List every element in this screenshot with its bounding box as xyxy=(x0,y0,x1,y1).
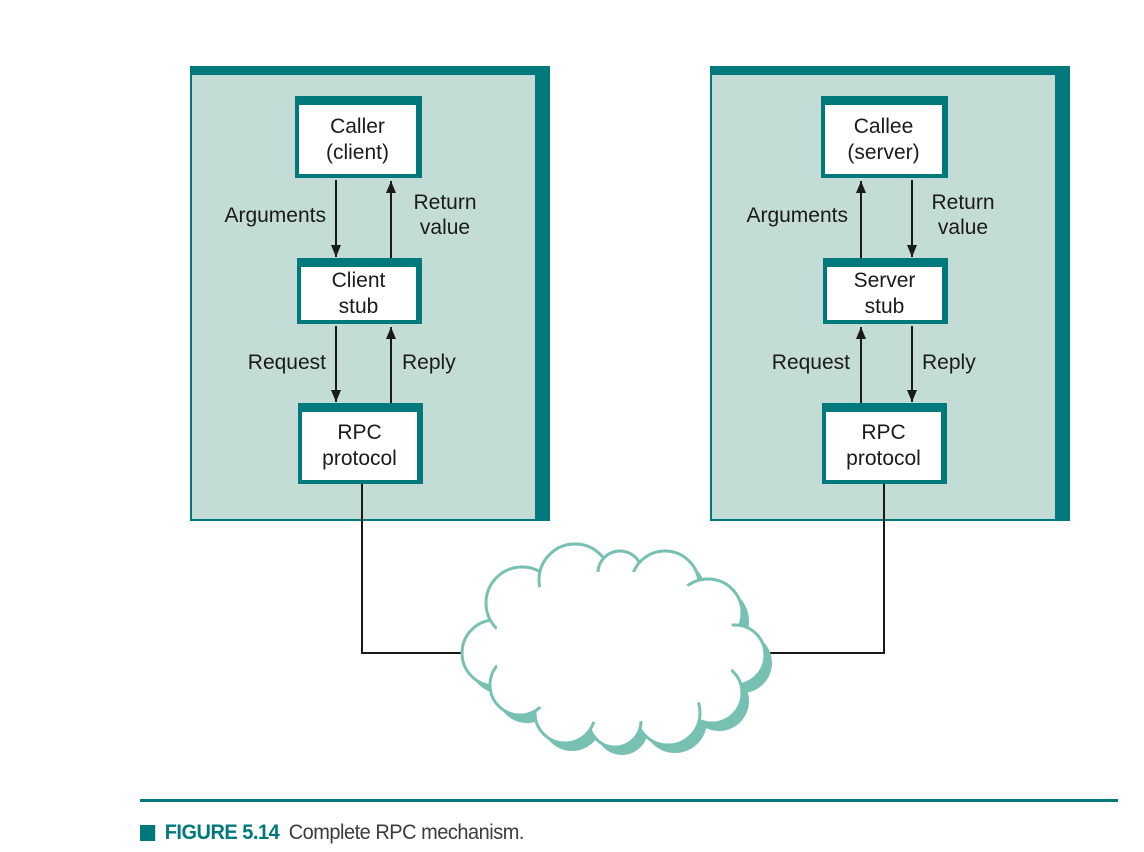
callee-server-label-line1: Callee xyxy=(853,114,914,138)
cloud-fill xyxy=(493,571,737,723)
caller-client-box: Caller (client) xyxy=(295,96,422,178)
client-network-wire-horizontal xyxy=(361,652,483,654)
client-rpc-protocol-box: RPC protocol xyxy=(298,403,423,484)
client-stub-label-line1: Client xyxy=(331,268,386,292)
server-rpc-protocol-label-line2: protocol xyxy=(846,447,921,470)
server-network-wire-vertical xyxy=(883,484,885,654)
network-cloud-icon xyxy=(460,542,772,755)
caption-bullet-icon xyxy=(140,825,156,841)
caller-client-label-line1: Caller xyxy=(330,114,385,138)
server-return-value-label: Return value xyxy=(931,191,995,239)
server-arguments-label: Arguments xyxy=(746,204,848,227)
server-arguments-arrow-up-icon xyxy=(856,181,866,258)
client-stub-box: Client stub xyxy=(297,258,422,324)
server-rpc-protocol-box: RPC protocol xyxy=(822,403,947,484)
client-rpc-protocol-label-line2: protocol xyxy=(322,447,397,470)
server-request-arrow-up-icon xyxy=(856,327,866,403)
server-request-label: Request xyxy=(771,351,850,374)
server-rpc-protocol-label-line1: RPC xyxy=(861,421,906,444)
server-stub-label-line2: stub xyxy=(864,294,905,318)
callee-server-label-line2: (server) xyxy=(847,140,920,164)
client-request-label: Request xyxy=(247,351,326,374)
server-return-value-arrow-down-icon xyxy=(907,180,917,257)
caller-client-label-line2: (client) xyxy=(325,140,389,164)
client-rpc-protocol-label-line1: RPC xyxy=(337,421,382,444)
server-network-wire-horizontal xyxy=(763,652,885,654)
client-return-value-arrow-up-icon xyxy=(386,181,396,258)
server-reply-arrow-down-icon xyxy=(907,326,917,402)
client-reply-label: Reply xyxy=(402,351,456,374)
client-arguments-label: Arguments xyxy=(224,204,326,227)
server-stub-box: Server stub xyxy=(823,258,948,324)
caption-rule xyxy=(140,799,1118,802)
figure-caption: FIGURE 5.14 Complete RPC mechanism. xyxy=(140,820,524,846)
client-stub-label-line2: stub xyxy=(338,294,379,318)
caption-figure-number: FIGURE 5.14 xyxy=(164,821,280,844)
client-arguments-arrow-down-icon xyxy=(331,180,341,257)
client-return-value-label: Return value xyxy=(413,191,477,239)
client-reply-arrow-up-icon xyxy=(386,327,396,403)
caption-text: Complete RPC mechanism. xyxy=(288,821,525,844)
server-stub-label-line1: Server xyxy=(853,268,916,292)
client-network-wire-vertical xyxy=(361,484,363,654)
server-reply-label: Reply xyxy=(922,351,976,374)
client-request-arrow-down-icon xyxy=(331,326,341,402)
callee-server-box: Callee (server) xyxy=(821,96,948,178)
